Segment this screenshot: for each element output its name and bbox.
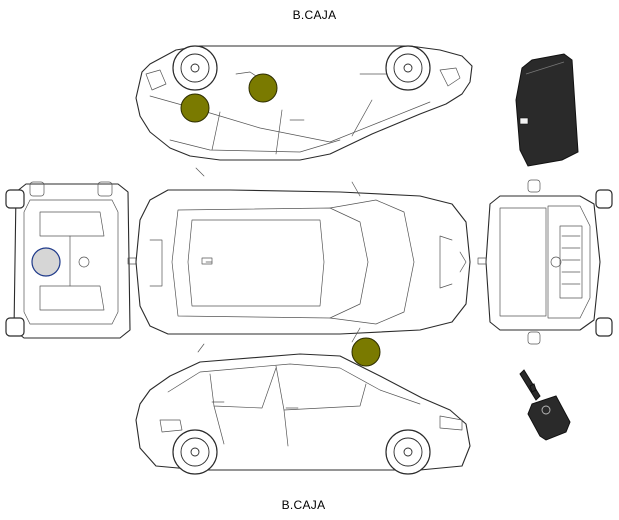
top-label: B.CAJA (292, 8, 337, 22)
car-front-view (5, 181, 137, 339)
car-key-view (519, 369, 571, 441)
damage-marker-side-door[interactable] (180, 93, 210, 123)
car-rear-view (477, 179, 613, 345)
damage-marker-top-view[interactable] (351, 337, 381, 367)
bottom-label: B.CAJA (281, 498, 326, 512)
car-top-view (135, 181, 471, 343)
car-side-top-view (135, 45, 473, 177)
cargo-cover-view (515, 53, 579, 167)
damage-marker-side-window[interactable] (248, 73, 278, 103)
car-side-bottom-view (135, 343, 471, 475)
light-marker-front-grille[interactable] (31, 247, 61, 277)
